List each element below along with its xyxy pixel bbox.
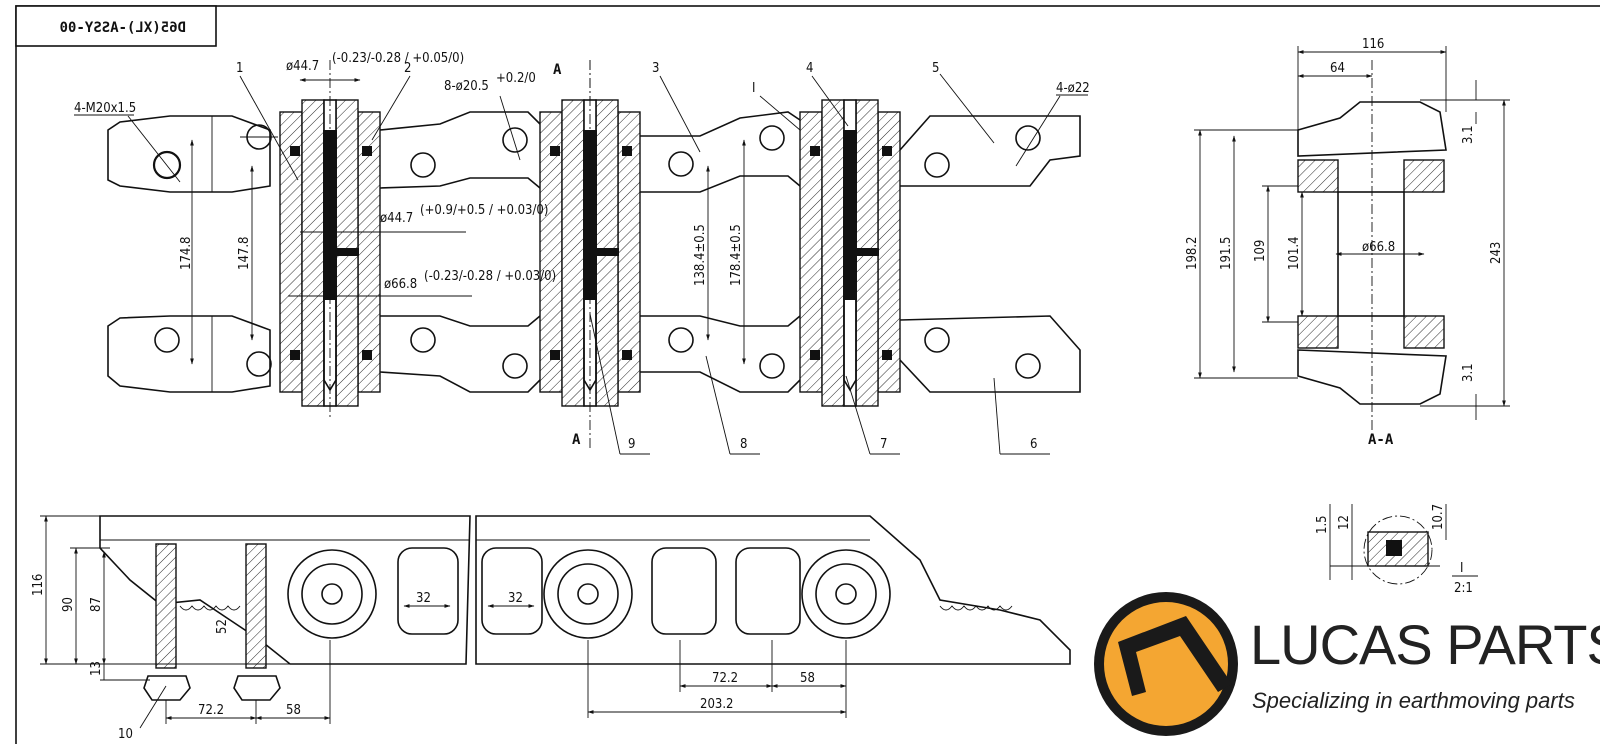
dim-side-116: 116 [31, 574, 46, 596]
dim-138-4: 138.4±0.5 [693, 224, 708, 286]
part-label-5: 5 [932, 61, 939, 76]
dim-174-8: 174.8 [179, 237, 194, 270]
dim-section-243: 243 [1489, 242, 1504, 264]
drawing-number: D65(XL)-ASSY-00 [60, 20, 186, 36]
brand-logo: LUCAS PARTS Specializing in earthmoving … [1094, 592, 1600, 736]
part-label-6: 6 [1030, 437, 1037, 452]
dim-side-32-a: 32 [416, 591, 431, 606]
links-bottom [379, 315, 1081, 393]
excavator-bucket-icon [1094, 592, 1238, 736]
links-top [379, 111, 1081, 193]
dim-section-116: 116 [1362, 37, 1384, 52]
dim-side-87: 87 [89, 597, 104, 612]
dim-147-8: 147.8 [237, 237, 252, 270]
part-label-3: 3 [652, 61, 659, 76]
dim-section-pin-dia: ø66.8 [1362, 240, 1395, 255]
dim-178-4: 178.4±0.5 [729, 224, 744, 286]
dim-side-90: 90 [61, 597, 76, 612]
dim-side-58-left: 58 [286, 703, 301, 718]
dim-section-3-1-top: 3.1 [1461, 125, 1476, 144]
dim-section-101-4: 101.4 [1287, 237, 1302, 270]
dim-section-191-5: 191.5 [1219, 237, 1234, 270]
dim-section-198-2: 198.2 [1185, 237, 1200, 270]
pin-assembly-1 [279, 60, 381, 418]
dim-pin-holes-tol: +0.2/0 [496, 71, 536, 86]
part-leaders [127, 73, 1061, 455]
part-label-2: 2 [404, 61, 411, 76]
brand-tagline: Specializing in earthmoving parts [1252, 688, 1575, 713]
section-a-bottom: A [572, 432, 581, 448]
dim-bushing-fit-tol: (-0.23/-0.28 / +0.03/0) [424, 269, 556, 284]
detail-label: I [1460, 561, 1463, 576]
dim-detail-12: 12 [1337, 515, 1352, 530]
title-block: D65(XL)-ASSY-00 [15, 5, 217, 47]
dim-detail-10-7: 10.7 [1431, 504, 1446, 530]
dim-section-109: 109 [1253, 240, 1268, 262]
dim-pin-holes: 8-ø20.5 [444, 79, 489, 94]
dim-detail-1-5: 1.5 [1315, 515, 1330, 534]
section-a-a-view: ø66.8 116 64 3.1 3.1 243 198.2 191.5 109… [1185, 37, 1510, 448]
pin-assembly-2 [539, 60, 641, 448]
detail-marker: I [752, 81, 755, 96]
part-label-7: 7 [880, 437, 887, 452]
part-label-9: 9 [628, 437, 635, 452]
dim-side-52: 52 [215, 619, 230, 634]
dim-section-64: 64 [1330, 61, 1345, 76]
dim-section-3-1-bot: 3.1 [1461, 363, 1476, 382]
dim-side-72-2-mid: 72.2 [712, 671, 738, 686]
pin-assembly-3 [799, 99, 901, 407]
detail-scale: 2:1 [1454, 581, 1473, 596]
dim-bushing-fit: ø66.8 [384, 277, 417, 292]
side-view: 32 32 116 90 87 13 52 72.2 58 72.2 58 20… [31, 515, 1071, 742]
dim-bushing-od-tol: (-0.23/-0.28 / +0.05/0) [332, 51, 464, 66]
dim-side-203-2: 203.2 [700, 697, 733, 712]
part-label-10: 10 [118, 727, 133, 742]
dim-bolt-thread: 4-M20x1.5 [74, 101, 136, 116]
dim-side-72-2-left: 72.2 [198, 703, 224, 718]
drawing-border [15, 5, 1600, 744]
bolt-1 [143, 543, 191, 701]
plan-view: A A 1 2 3 4 5 6 7 8 9 I 4-M20x1.5 [74, 51, 1090, 455]
section-a-top: A [553, 62, 562, 78]
part-label-4: 4 [806, 61, 813, 76]
section-a-a-label: A-A [1368, 432, 1394, 448]
dim-side-32-b: 32 [508, 591, 523, 606]
dim-pin-fit-tol: (+0.9/+0.5 / +0.03/0) [420, 203, 548, 218]
dim-bolt-holes: 4-ø22 [1056, 81, 1090, 96]
part-label-1: 1 [236, 61, 243, 76]
left-link-end-bottom [107, 315, 272, 393]
dim-side-58-mid: 58 [800, 671, 815, 686]
left-link-end-top [107, 115, 278, 193]
brand-name: LUCAS PARTS [1250, 613, 1600, 676]
dim-bushing-od: ø44.7 [286, 59, 319, 74]
part-label-8: 8 [740, 437, 747, 452]
bolt-2 [233, 543, 281, 701]
detail-i-view: 1.5 12 10.7 I 2:1 [1315, 504, 1478, 596]
dim-pin-fit: ø44.7 [380, 211, 413, 226]
dim-side-13: 13 [89, 661, 104, 676]
